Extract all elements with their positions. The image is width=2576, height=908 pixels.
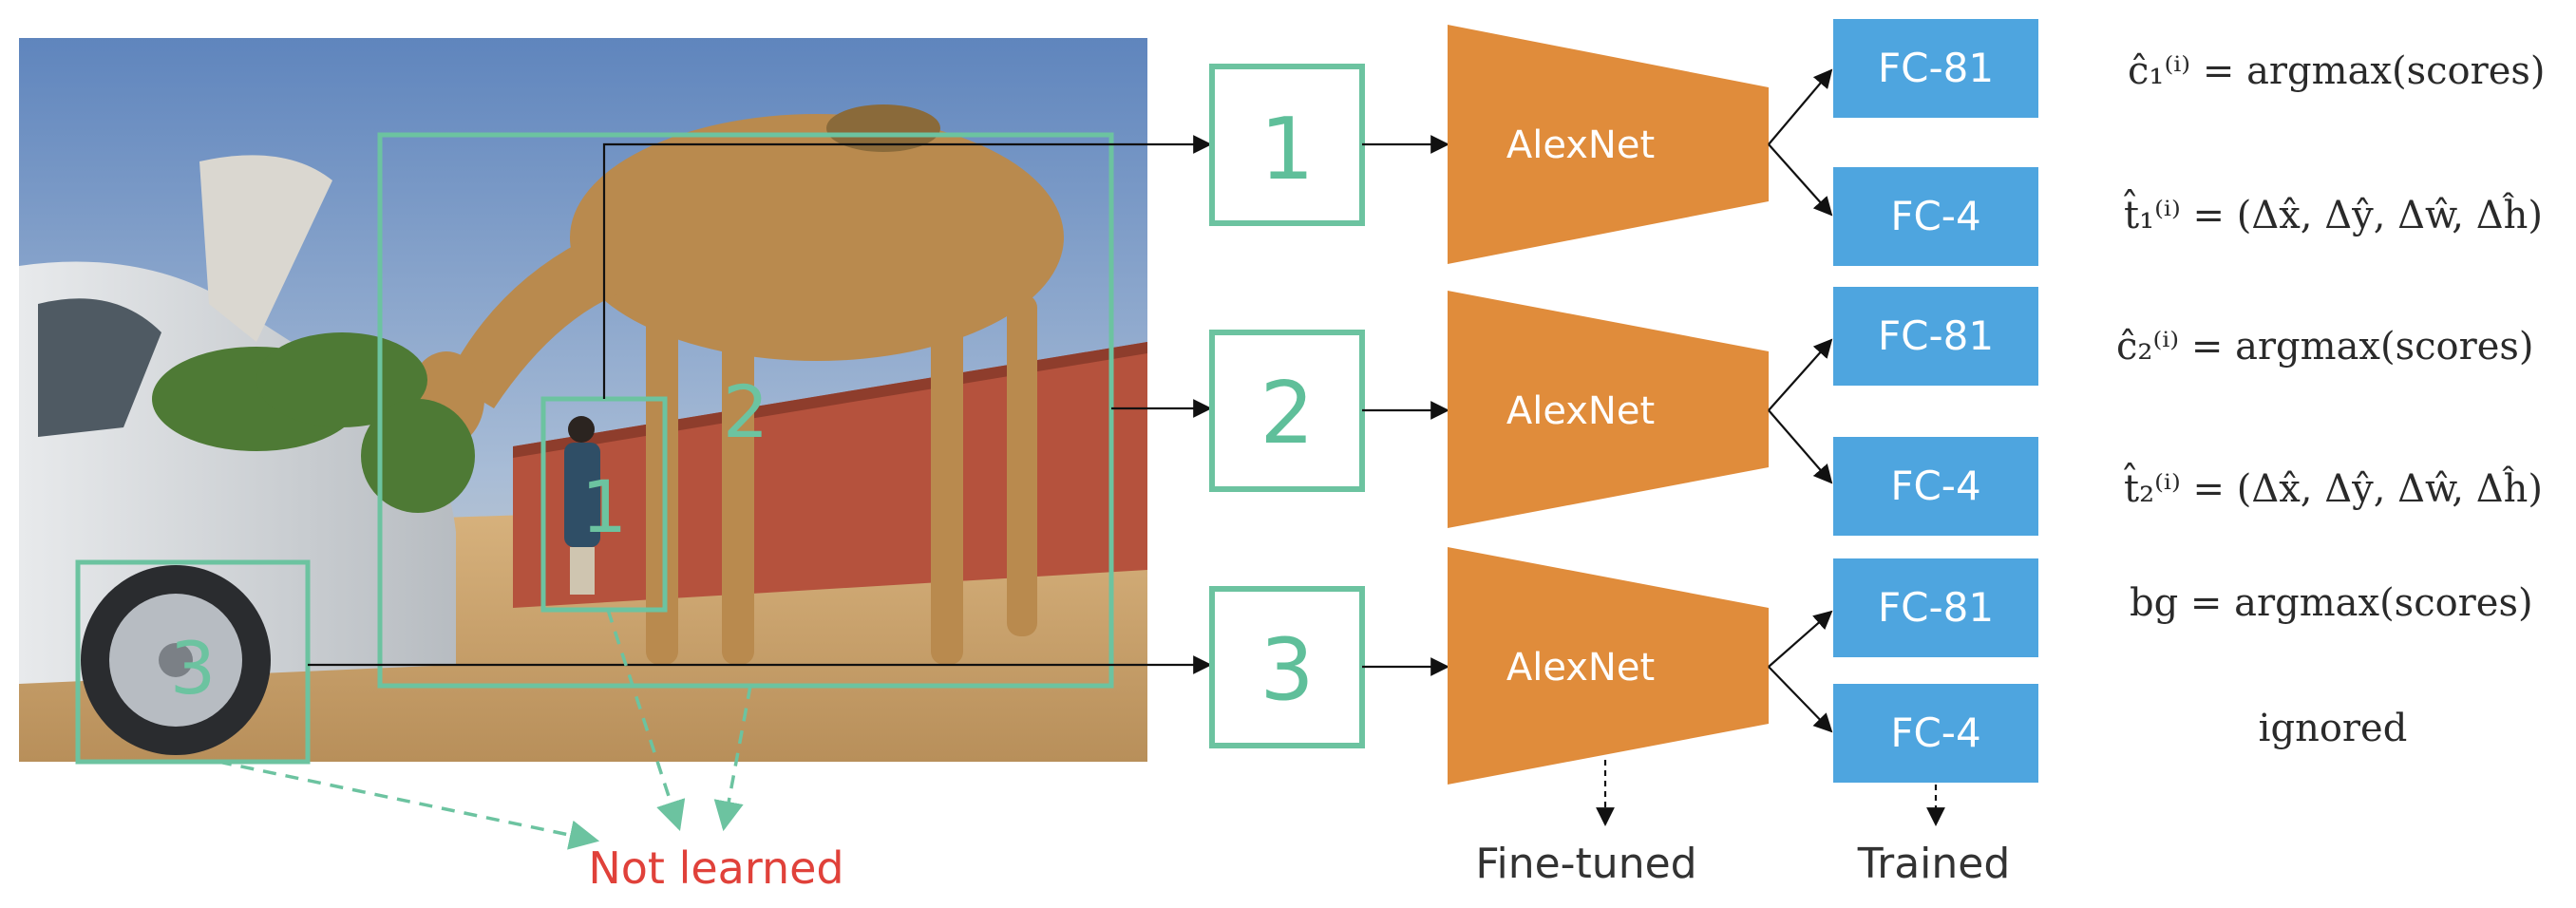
region-box-2	[377, 132, 1114, 689]
crop-label-1: 1	[1260, 100, 1314, 199]
not-learned-caption: Not learned	[588, 842, 843, 894]
fc-4-box-3	[1833, 684, 2038, 783]
alexnet-2	[1448, 291, 1769, 528]
fc-4-label-1: FC-4	[1890, 193, 1980, 239]
camel-photo	[19, 38, 1147, 762]
region-box-3	[75, 559, 311, 765]
output-class-2: ĉ₂⁽ⁱ⁾ = argmax(scores)	[2116, 325, 2534, 369]
output-class-1: ĉ₁⁽ⁱ⁾ = argmax(scores)	[2128, 49, 2546, 93]
not-learned-arrows	[218, 609, 752, 850]
region-label-3: 3	[170, 626, 216, 710]
crop-label-3: 3	[1260, 620, 1314, 720]
fc-81-box-2	[1833, 287, 2038, 386]
region-boxes	[75, 132, 1114, 765]
fc-81-label-2: FC-81	[1878, 312, 1994, 359]
output-bg: bg = argmax(scores)	[2130, 581, 2533, 625]
fc-81-label-1: FC-81	[1878, 45, 1994, 91]
region-label-2: 2	[723, 369, 768, 454]
crop-label-2: 2	[1260, 364, 1314, 463]
fc-81-box-1	[1833, 19, 2038, 118]
fc-81-label-3: FC-81	[1878, 584, 1994, 631]
arrow-region1-to-crop1	[602, 135, 1212, 399]
fc-4-box-1	[1833, 167, 2038, 266]
caption-arrows	[1596, 760, 1945, 826]
alexnet-1	[1448, 25, 1769, 264]
person	[564, 416, 600, 595]
fc-81-box-3	[1833, 558, 2038, 657]
net-to-fc-arrows	[1768, 68, 1833, 733]
output-box-1: t̂₁⁽ⁱ⁾ = (Δx̂, Δŷ, Δŵ, Δĥ)	[2123, 190, 2543, 237]
alexnet-label-2: AlexNet	[1506, 389, 1655, 433]
car	[19, 155, 456, 755]
photo-to-crop-arrows	[308, 135, 1212, 674]
networks	[1448, 25, 1769, 785]
alexnet-label-3: AlexNet	[1506, 646, 1655, 690]
fc-layers	[1833, 19, 2038, 783]
region-label-1: 1	[581, 464, 627, 549]
camel	[408, 104, 1064, 665]
fc-4-box-2	[1833, 437, 2038, 536]
output-ignored: ignored	[2259, 707, 2408, 750]
fc-4-label-3: FC-4	[1890, 709, 1980, 756]
alexnet-3	[1448, 547, 1769, 785]
leaves	[152, 332, 475, 513]
output-box-2: t̂₂⁽ⁱ⁾ = (Δx̂, Δŷ, Δŵ, Δĥ)	[2123, 463, 2543, 511]
fine-tuned-caption: Fine-tuned	[1475, 840, 1696, 888]
fc-4-label-2: FC-4	[1890, 463, 1980, 509]
crop-to-net-arrows	[1362, 135, 1449, 676]
trained-caption: Trained	[1857, 840, 2011, 888]
alexnet-label-1: AlexNet	[1506, 123, 1655, 167]
